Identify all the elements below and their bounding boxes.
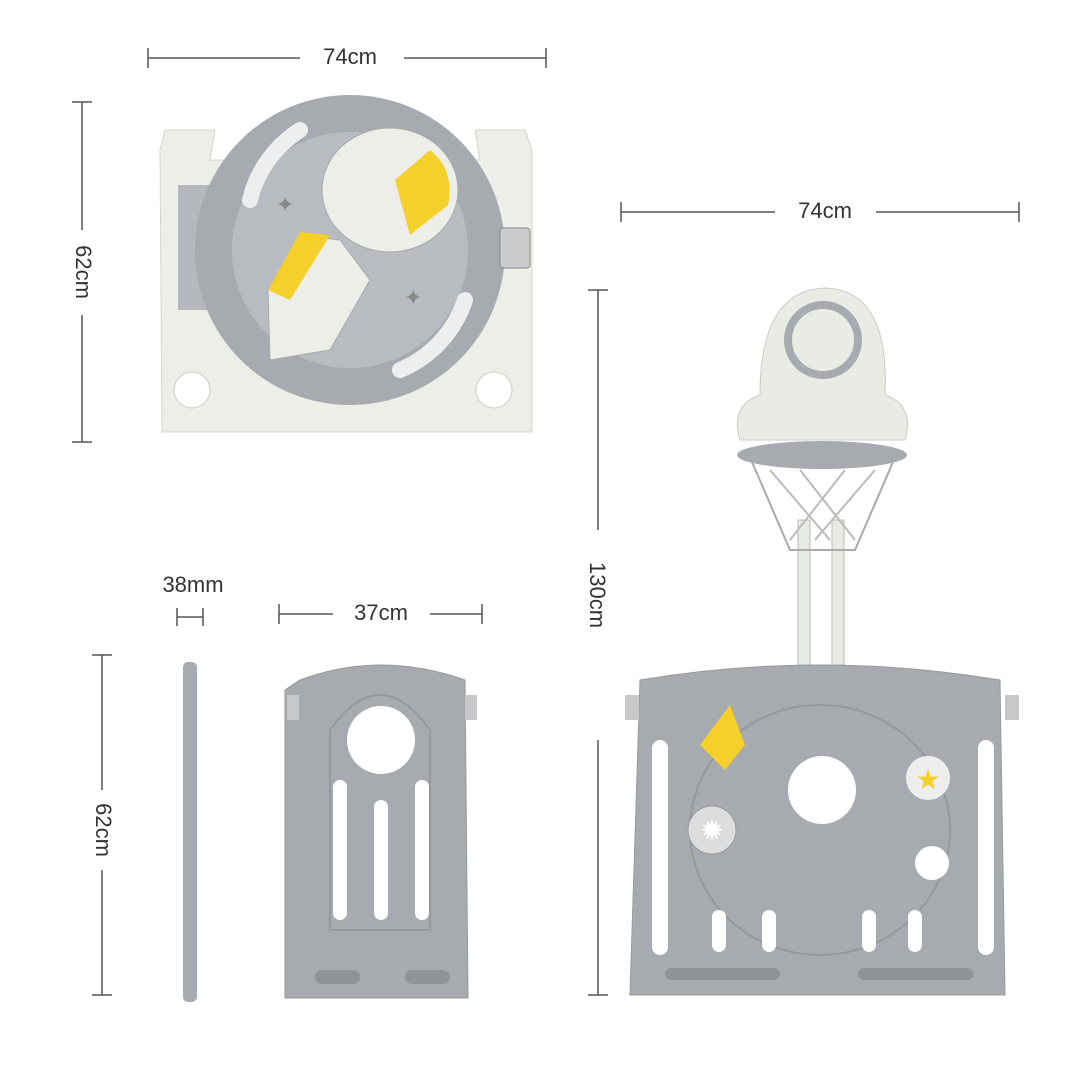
astronaut-panel: ✦ ✦ [159,95,533,433]
dim-hoop-panel-width: 74cm [620,198,1020,223]
star-icon: ✦ [276,192,294,217]
rocket-toy-icon [700,705,745,770]
dim-thickness: 38mm [162,572,224,626]
star-toy-icon: ★ [915,764,940,795]
gear-toy-icon: ✹ [700,815,723,846]
dim-panel-a-width: 74cm [147,44,547,69]
panel-side-view [183,662,197,1002]
dim-hoop-panel-height: 130cm [585,289,610,996]
label-panel-a-height: 62cm [71,245,96,299]
basketball-hoop [737,287,908,666]
label-hoop-panel-height: 130cm [585,562,610,628]
label-panel-b-width: 37cm [354,600,408,625]
rocket-panel [284,664,477,999]
dim-panel-a-height: 62cm [71,101,96,443]
dim-panel-b-width: 37cm [278,600,483,625]
star-icon: ✦ [404,285,422,310]
label-hoop-panel-width: 74cm [798,198,852,223]
label-panel-b-height: 62cm [91,803,116,857]
hoop-panel: ★ ✹ [625,664,1019,996]
label-panel-a-width: 74cm [323,44,377,69]
dim-panel-b-height: 62cm [91,654,116,996]
label-thickness: 38mm [162,572,223,597]
